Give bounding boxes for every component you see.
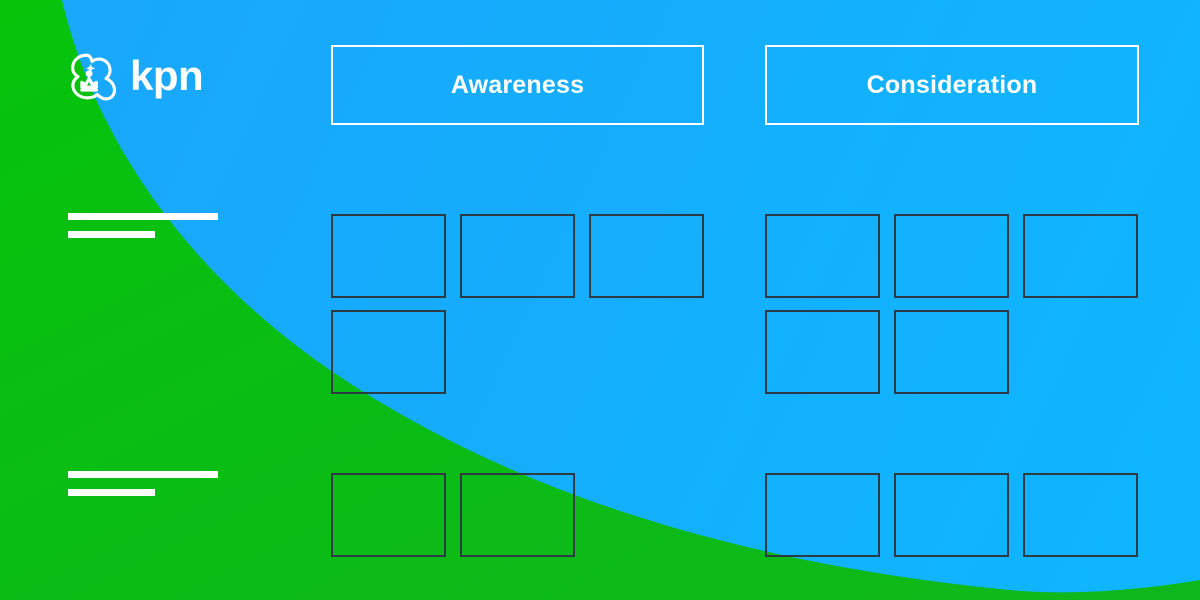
tile-awareness-r0-c2[interactable] [589,214,704,298]
row-label-bar-short [68,489,155,496]
tile-awareness-r0-c0[interactable] [331,214,446,298]
tile-consideration-r1-c1[interactable] [894,310,1009,394]
tile-consideration-r2-c2[interactable] [1023,473,1138,557]
column-header-consideration[interactable]: Consideration [765,45,1139,125]
tile-consideration-r2-c1[interactable] [894,473,1009,557]
tile-awareness-r1-c0[interactable] [331,310,446,394]
tile-awareness-r0-c1[interactable] [460,214,575,298]
brand-wordmark: kpn [130,52,204,99]
row-label-bar-short [68,231,155,238]
tile-consideration-r2-c0[interactable] [765,473,880,557]
tile-awareness-r2-c0[interactable] [331,473,446,557]
column-header-label: Consideration [866,70,1038,99]
row-label-bottom [68,471,218,496]
tile-consideration-r1-c0[interactable] [765,310,880,394]
tile-consideration-r0-c0[interactable] [765,214,880,298]
tile-consideration-r0-c2[interactable] [1023,214,1138,298]
kpn-crown-logo-icon [71,53,117,101]
column-header-awareness[interactable]: Awareness [331,45,704,125]
brand-logo: kpn [62,47,204,109]
tile-consideration-r0-c1[interactable] [894,214,1009,298]
tile-awareness-r2-c1[interactable] [460,473,575,557]
row-label-top [68,213,218,238]
row-label-bar-long [68,213,218,220]
row-label-bar-long [68,471,218,478]
column-header-label: Awareness [450,70,585,99]
